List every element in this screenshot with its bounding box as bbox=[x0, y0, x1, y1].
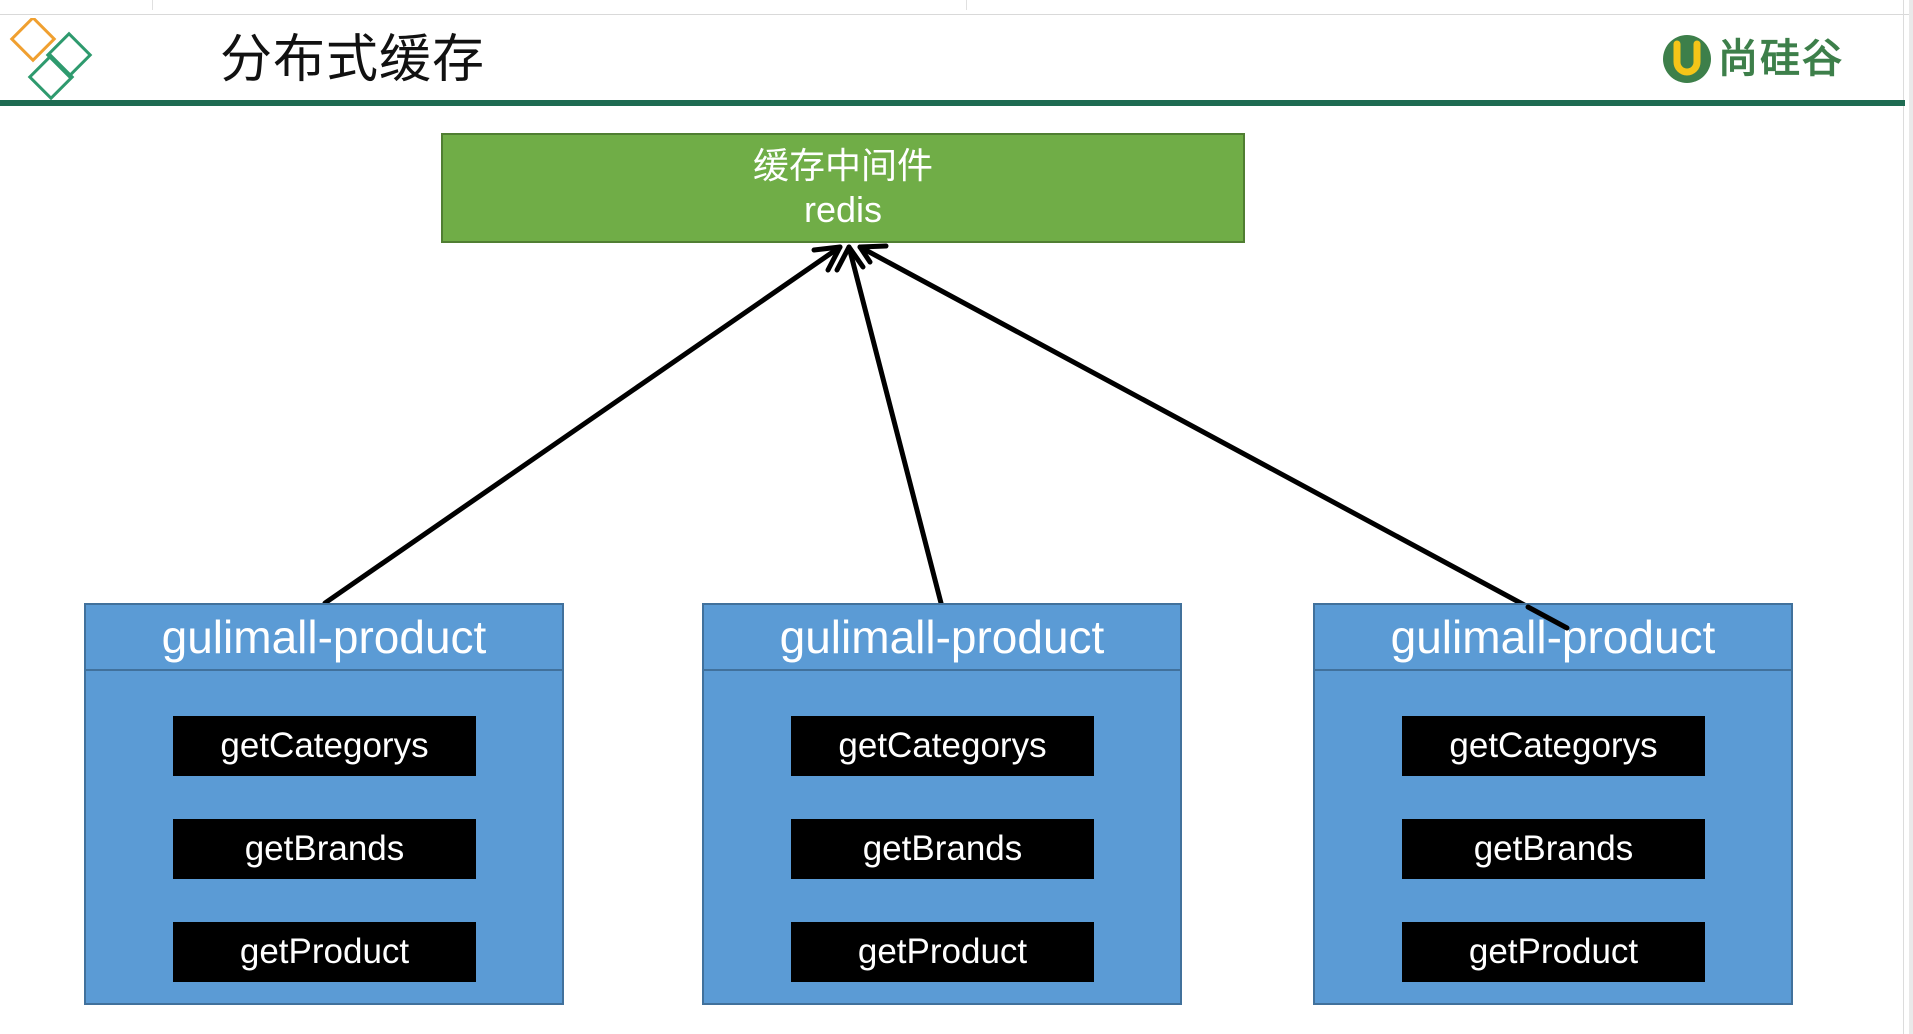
method-block: getBrands bbox=[1402, 819, 1705, 879]
method-block: getCategorys bbox=[791, 716, 1094, 776]
page-title: 分布式缓存 bbox=[220, 30, 486, 90]
page-edge-line bbox=[1903, 0, 1904, 1034]
redis-cache-node: 缓存中间件 redis bbox=[441, 133, 1245, 243]
service-name: gulimall-product bbox=[86, 605, 562, 671]
window-top-strip bbox=[0, 0, 1913, 15]
service-name: gulimall-product bbox=[1315, 605, 1791, 671]
service-node-3: gulimall-product getCategorys getBrands … bbox=[1313, 603, 1793, 1005]
method-block: getProduct bbox=[173, 922, 476, 982]
arrow-head-3 bbox=[857, 243, 889, 265]
method-block: getBrands bbox=[173, 819, 476, 879]
strip-divider bbox=[966, 0, 967, 10]
arrow-head-1 bbox=[811, 244, 843, 273]
service-node-2: gulimall-product getCategorys getBrands … bbox=[702, 603, 1182, 1005]
diamond-logo-icon bbox=[9, 18, 93, 100]
arrow-service-3-to-redis bbox=[857, 244, 1570, 631]
arrow-head-2 bbox=[834, 244, 866, 273]
method-block: getProduct bbox=[1402, 922, 1705, 982]
arrow-service-1-to-redis bbox=[322, 244, 843, 606]
redis-label-line1: 缓存中间件 bbox=[752, 146, 933, 187]
method-block: getCategorys bbox=[173, 716, 476, 776]
method-block: getCategorys bbox=[1402, 716, 1705, 776]
method-block: getProduct bbox=[791, 922, 1094, 982]
arrow-service-2-to-redis bbox=[846, 244, 944, 606]
page-edge bbox=[1909, 0, 1913, 1034]
strip-divider bbox=[152, 0, 153, 10]
header-rule bbox=[0, 100, 1905, 106]
service-name: gulimall-product bbox=[704, 605, 1180, 671]
service-node-1: gulimall-product getCategorys getBrands … bbox=[84, 603, 564, 1005]
brand-logo: 尚硅谷 bbox=[1660, 30, 1890, 88]
brand-u-icon bbox=[1663, 35, 1711, 83]
brand-name: 尚硅谷 bbox=[1718, 36, 1844, 82]
method-block: getBrands bbox=[791, 819, 1094, 879]
redis-label-line2: redis bbox=[803, 189, 883, 230]
